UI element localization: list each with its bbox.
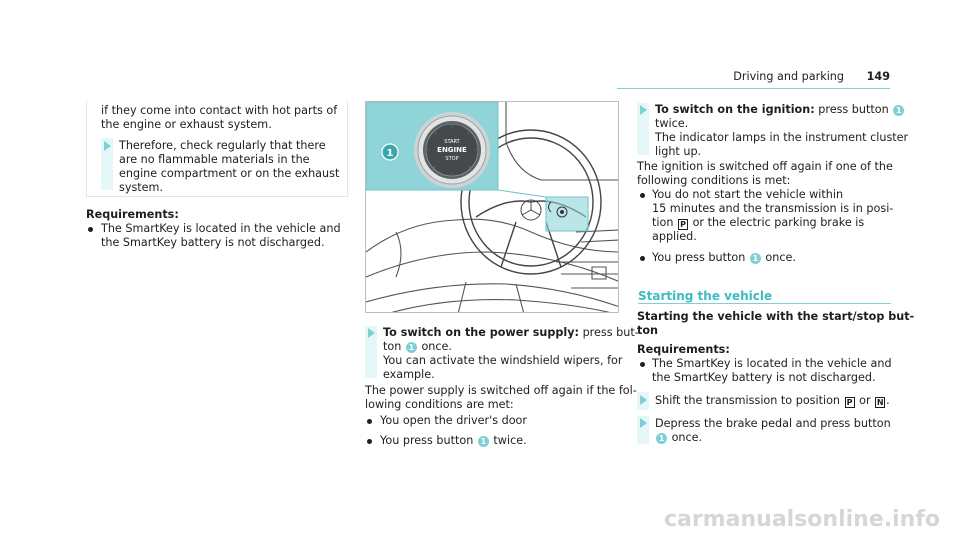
bullet: [640, 193, 645, 198]
step-bar: [101, 138, 113, 190]
warning-step-3: engine compartment or on the exhaust: [119, 167, 340, 180]
bullet: [88, 227, 93, 232]
step-arrow-icon: [104, 141, 111, 151]
step-arrow-icon: [640, 418, 647, 428]
ignition-item-1-1: You do not start the vehicle within: [652, 188, 844, 201]
watermark: carmanualsonline.info: [664, 507, 940, 532]
warning-intro-1: if they come into contact with hot parts…: [101, 104, 338, 117]
requirements-title-2: Requirements:: [637, 343, 730, 356]
warning-box: [86, 101, 348, 197]
requirements-title: Requirements:: [86, 208, 179, 221]
button-label-stop: STOP: [445, 156, 458, 162]
ignition-off-2: following conditions is met:: [637, 174, 791, 187]
power-item-1: You open the driver's door: [380, 414, 527, 427]
power-item-2: You press button 1 twice.: [380, 434, 527, 447]
callout-badge: [381, 143, 399, 161]
button-label-start: START: [444, 139, 460, 145]
section-heading-starting: Starting the vehicle: [638, 289, 773, 303]
step-arrow-icon: [368, 328, 375, 338]
warning-intro-2: the engine or exhaust system.: [101, 118, 272, 131]
subtitle-line-2: ton: [637, 324, 658, 337]
cockpit-drawing: START ENGINE STOP 1: [366, 102, 618, 312]
warning-step-2: are no flammable materials in the: [119, 153, 310, 166]
bullet: [640, 256, 645, 261]
bullet: [367, 439, 372, 444]
header-rule: [617, 88, 890, 89]
power-step-line-3: You can activate the windshield wipers, …: [383, 354, 623, 367]
ignition-line-3: The indicator lamps in the instrument cl…: [655, 131, 909, 144]
bullet: [640, 362, 645, 367]
ignition-item-1-4: applied.: [652, 230, 697, 243]
req-line-2: the SmartKey battery is not discharged.: [101, 236, 325, 249]
ignition-item-1-3: tion P or the electric parking brake is: [652, 216, 865, 230]
ignition-line-4: light up.: [655, 145, 702, 158]
power-step-line-4: example.: [383, 368, 435, 381]
warning-step-1: Therefore, check regularly that there: [119, 139, 326, 152]
step-arrow-icon: [640, 105, 647, 115]
start-step-2-line-2: 1 once.: [655, 431, 702, 445]
start-step-2-line-1: Depress the brake pedal and press button: [655, 417, 891, 430]
subtitle-line-1: Starting the vehicle with the start/stop…: [637, 310, 915, 323]
section-rule: [638, 303, 891, 304]
ignition-line-1: To switch on the ignition: press button …: [655, 103, 905, 117]
power-off-1: The power supply is switched off again i…: [365, 384, 637, 397]
step-bar: [365, 326, 377, 378]
ignition-off-1: The ignition is switched off again if on…: [637, 160, 893, 173]
req2-line-2: the SmartKey battery is not discharged.: [652, 371, 876, 384]
power-off-2: lowing conditions are met:: [365, 398, 514, 411]
page-number: 149: [866, 70, 890, 83]
power-step-line-2: ton 1 once.: [383, 340, 452, 353]
dashboard-illustration: START ENGINE STOP 1: [365, 101, 619, 313]
warning-step-4: system.: [119, 181, 164, 194]
section-label: Driving and parking: [733, 70, 844, 83]
step-bar: [637, 103, 649, 155]
req2-line-1: The SmartKey is located in the vehicle a…: [652, 357, 892, 370]
power-step-line-1: To switch on the power supply: press but…: [383, 326, 639, 339]
bullet: [367, 419, 372, 424]
req-line-1: The SmartKey is located in the vehicle a…: [101, 222, 341, 235]
start-step-1: Shift the transmission to position P or …: [655, 394, 890, 408]
ignition-item-2: You press button 1 once.: [652, 251, 796, 264]
step-arrow-icon: [640, 395, 647, 405]
ignition-line-2: twice.: [655, 117, 689, 130]
start-stop-button-icon: [414, 112, 490, 188]
callout-number: 1: [387, 148, 394, 159]
button-label-engine: ENGINE: [437, 146, 467, 154]
ignition-item-1-2: 15 minutes and the transmission is in po…: [652, 202, 894, 215]
